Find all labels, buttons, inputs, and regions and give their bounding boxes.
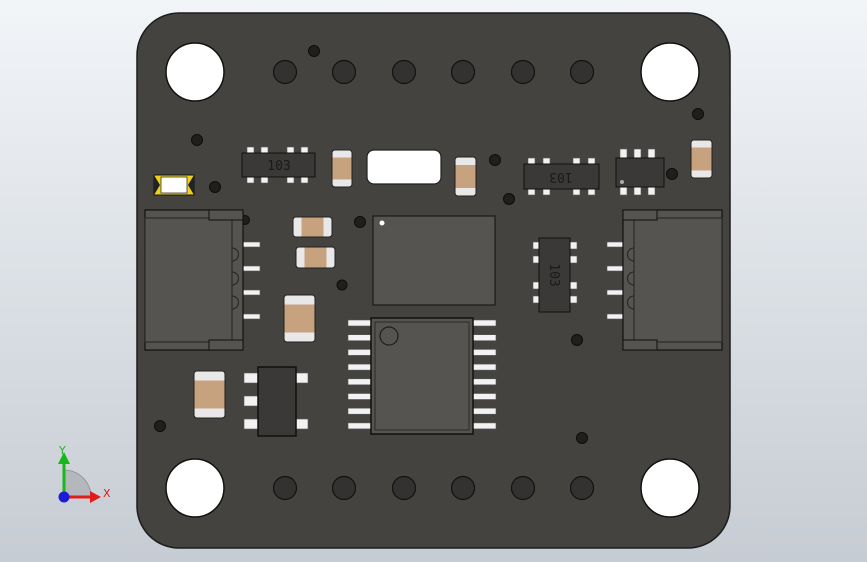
res-r4[interactable]	[292, 216, 333, 238]
vias	[154, 45, 704, 444]
mounting-hole-top-right	[640, 42, 700, 102]
ssop-pin-left	[347, 363, 372, 371]
cap-c1[interactable]	[331, 149, 353, 188]
led-indicator[interactable]	[153, 174, 195, 196]
connector-left[interactable]	[144, 209, 261, 351]
ssop-pin-right	[472, 363, 497, 371]
ssop-pin-left	[347, 407, 372, 415]
axis-triad[interactable]: Y X	[58, 444, 111, 503]
ssop-pin-right	[472, 378, 497, 386]
r1-silkscreen-label: 103	[267, 159, 290, 174]
mounting-hole-bottom-right	[640, 458, 700, 518]
triad-y-label: Y	[58, 444, 66, 457]
passive-components[interactable]	[193, 139, 713, 419]
ssop-pin-left	[347, 393, 372, 400]
mounting-hole-bottom-left	[165, 458, 225, 518]
crystal-oscillator[interactable]	[366, 149, 442, 185]
cap-c4[interactable]	[283, 294, 316, 343]
cap-c3[interactable]	[690, 139, 713, 179]
ssop-pin-right	[472, 319, 497, 327]
ssop-pin-left	[347, 422, 372, 430]
cap-c5[interactable]	[193, 370, 226, 419]
ssop-pin-right	[472, 407, 497, 415]
triad-x-arrowhead	[90, 491, 101, 503]
triad-x-label: X	[103, 487, 111, 500]
ssop-pin-left	[347, 319, 372, 327]
pcb-board[interactable]: 103 103 103	[136, 12, 731, 549]
mounting-holes	[165, 42, 700, 518]
ssop-pin-left	[347, 334, 372, 342]
cap-c2[interactable]	[454, 156, 477, 197]
mounting-hole-top-left	[165, 42, 225, 102]
sot-regulator[interactable]	[243, 366, 309, 437]
triad-z-origin	[58, 491, 70, 503]
resistor-array-r3[interactable]: 103	[532, 237, 578, 313]
main-ic-ssop[interactable]	[347, 317, 497, 435]
ssop-pin-left	[347, 378, 372, 386]
ssop-pin-left	[347, 349, 372, 356]
ssop-pin-right	[472, 422, 497, 430]
connector-right[interactable]	[606, 209, 723, 351]
triad-y-arrowhead	[58, 452, 70, 464]
ssop-pin-right	[472, 393, 497, 400]
resistor-array-r2[interactable]: 103	[523, 157, 600, 196]
ssop-pin-right	[472, 334, 497, 342]
header-pads-bottom	[272, 475, 595, 501]
res-r5[interactable]	[295, 246, 336, 269]
r3-silkscreen-label: 103	[546, 263, 561, 286]
r2-silkscreen-label: 103	[549, 169, 572, 184]
header-pads-top	[272, 59, 595, 85]
resistor-array-r1[interactable]: 103	[241, 146, 316, 184]
ssop-pin-right	[472, 349, 497, 356]
soic8-ic-top-right[interactable]	[615, 148, 665, 196]
qfn-chip[interactable]	[372, 215, 496, 306]
